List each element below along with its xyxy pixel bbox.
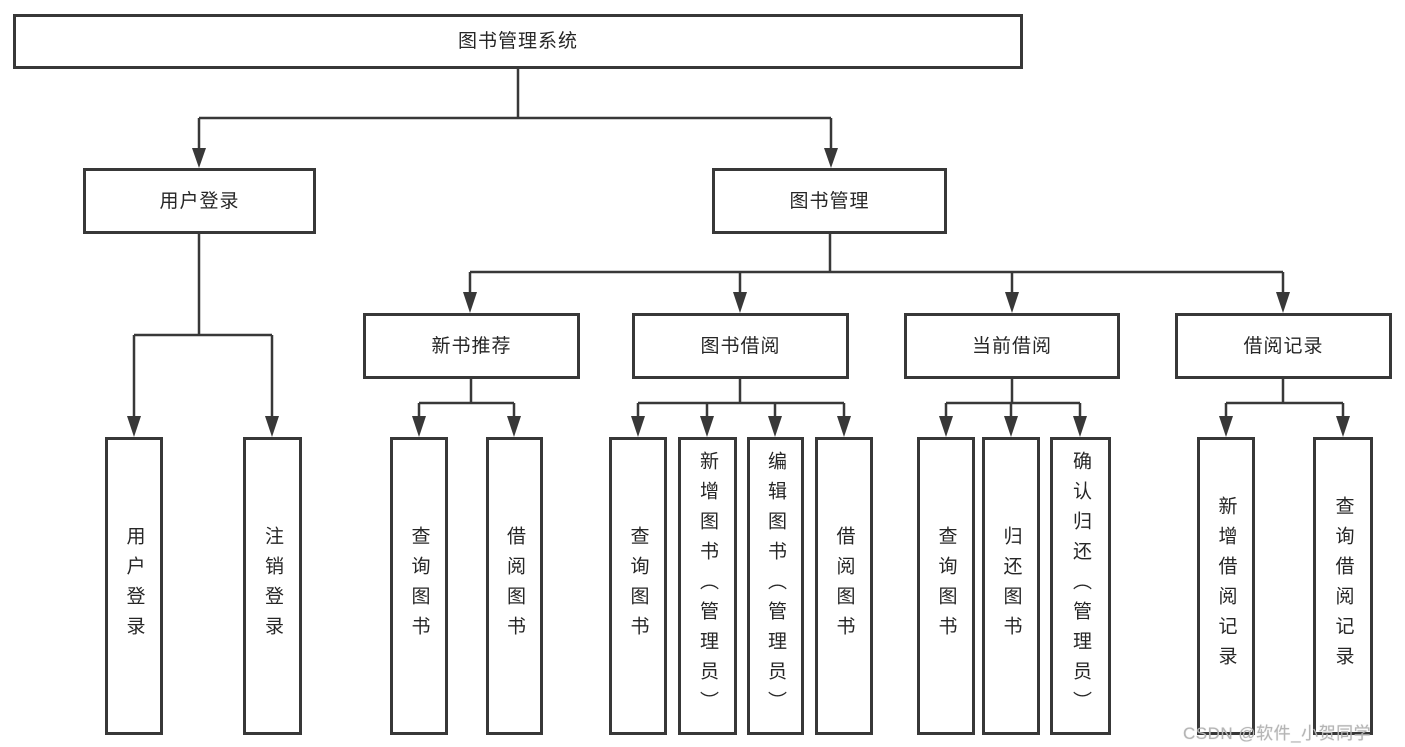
arrowheads bbox=[127, 148, 1350, 437]
node-root-label: 图书管理系统 bbox=[457, 31, 578, 52]
leaf-current-return-books-label: 归还图书 bbox=[1000, 526, 1022, 646]
leaf-borrowing-add-books-admin: 新增图书（管理员） bbox=[678, 437, 737, 735]
node-book-borrowing: 图书借阅 bbox=[632, 313, 849, 379]
node-root: 图书管理系统 bbox=[13, 14, 1023, 69]
leaf-current-confirm-return-admin-label: 确认归还（管理员） bbox=[1070, 451, 1091, 721]
leaf-newbook-query-books: 查询图书 bbox=[390, 437, 448, 735]
node-current-borrowing-label: 当前借阅 bbox=[971, 335, 1052, 357]
node-current-borrowing: 当前借阅 bbox=[904, 313, 1120, 379]
node-book-management-label: 图书管理 bbox=[789, 190, 870, 212]
leaf-logout-label: 注销登录 bbox=[262, 526, 283, 646]
leaf-borrowing-borrow-books-label: 借阅图书 bbox=[833, 526, 855, 646]
leaf-borrowing-query-books: 查询图书 bbox=[609, 437, 667, 735]
leaf-current-query-books-label: 查询图书 bbox=[935, 526, 957, 646]
node-new-book-recommend: 新书推荐 bbox=[363, 313, 580, 379]
node-user-login-label: 用户登录 bbox=[159, 190, 240, 212]
leaf-records-query-record: 查询借阅记录 bbox=[1313, 437, 1373, 735]
leaf-newbook-query-books-label: 查询图书 bbox=[408, 526, 430, 646]
leaf-records-query-record-label: 查询借阅记录 bbox=[1332, 496, 1354, 676]
leaf-current-query-books: 查询图书 bbox=[917, 437, 975, 735]
node-book-borrowing-label: 图书借阅 bbox=[700, 335, 781, 357]
leaf-borrowing-edit-books-admin: 编辑图书（管理员） bbox=[747, 437, 804, 735]
leaf-newbook-borrow-books: 借阅图书 bbox=[486, 437, 543, 735]
leaf-logout: 注销登录 bbox=[243, 437, 302, 735]
node-borrowing-records-label: 借阅记录 bbox=[1243, 335, 1324, 357]
leaf-records-add-record: 新增借阅记录 bbox=[1197, 437, 1255, 735]
node-new-book-recommend-label: 新书推荐 bbox=[431, 335, 512, 357]
leaf-borrowing-add-books-admin-label: 新增图书（管理员） bbox=[697, 451, 718, 721]
node-book-management: 图书管理 bbox=[712, 168, 947, 234]
leaf-user-login: 用户登录 bbox=[105, 437, 163, 735]
node-user-login: 用户登录 bbox=[83, 168, 316, 234]
csdn-watermark: CSDN @软件_小贺同学 bbox=[1183, 724, 1372, 743]
leaf-current-confirm-return-admin: 确认归还（管理员） bbox=[1050, 437, 1111, 735]
leaf-borrowing-query-books-label: 查询图书 bbox=[627, 526, 649, 646]
leaf-records-add-record-label: 新增借阅记录 bbox=[1215, 496, 1237, 676]
node-borrowing-records: 借阅记录 bbox=[1175, 313, 1392, 379]
leaf-borrowing-borrow-books: 借阅图书 bbox=[815, 437, 873, 735]
connector-lines bbox=[132, 69, 1345, 419]
leaf-user-login-label: 用户登录 bbox=[123, 526, 145, 646]
leaf-borrowing-edit-books-admin-label: 编辑图书（管理员） bbox=[765, 451, 786, 721]
leaf-newbook-borrow-books-label: 借阅图书 bbox=[504, 526, 525, 646]
leaf-current-return-books: 归还图书 bbox=[982, 437, 1040, 735]
